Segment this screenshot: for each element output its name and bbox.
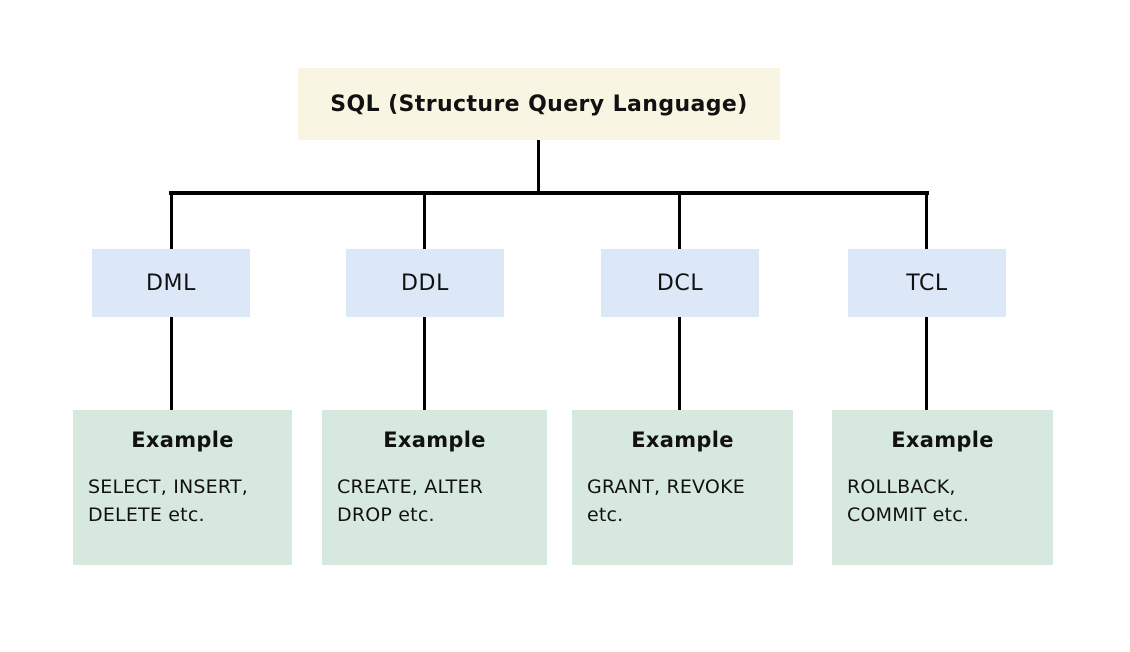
category-label-dml: DML: [146, 270, 196, 296]
example-title: Example: [891, 428, 994, 452]
category-label-ddl: DDL: [401, 270, 449, 296]
example-body-tcl: ROLLBACK, COMMIT etc.: [847, 476, 970, 527]
connector-dcl-example: [678, 317, 681, 410]
category-node-dml: DML: [92, 249, 250, 317]
connector-ddl-example: [423, 317, 426, 410]
category-label-tcl: TCL: [906, 270, 948, 296]
category-node-dcl: DCL: [601, 249, 759, 317]
connector-tcl-example: [925, 317, 928, 410]
example-node-ddl: Example CREATE, ALTER DROP etc.: [322, 410, 547, 565]
example-node-tcl: Example ROLLBACK, COMMIT etc.: [832, 410, 1053, 565]
example-body-ddl: CREATE, ALTER DROP etc.: [337, 476, 484, 527]
category-node-ddl: DDL: [346, 249, 504, 317]
connector-dml-top: [170, 193, 173, 249]
root-node-label: SQL (Structure Query Language): [330, 91, 748, 117]
example-title: Example: [631, 428, 734, 452]
example-node-dcl: Example GRANT, REVOKE etc.: [572, 410, 793, 565]
connector-tcl-top: [925, 193, 928, 249]
example-node-dml: Example SELECT, INSERT, DELETE etc.: [73, 410, 292, 565]
category-node-tcl: TCL: [848, 249, 1006, 317]
connector-horizontal-bar: [169, 191, 929, 195]
connector-dcl-top: [678, 193, 681, 249]
connector-ddl-top: [423, 193, 426, 249]
connector-root-vertical: [537, 140, 540, 194]
category-label-dcl: DCL: [656, 270, 704, 296]
root-node-sql: SQL (Structure Query Language): [298, 68, 780, 140]
example-body-dml: SELECT, INSERT, DELETE etc.: [88, 476, 248, 527]
example-title: Example: [383, 428, 486, 452]
connector-dml-example: [170, 317, 173, 410]
example-body-dcl: GRANT, REVOKE etc.: [587, 476, 745, 527]
example-title: Example: [131, 428, 234, 452]
